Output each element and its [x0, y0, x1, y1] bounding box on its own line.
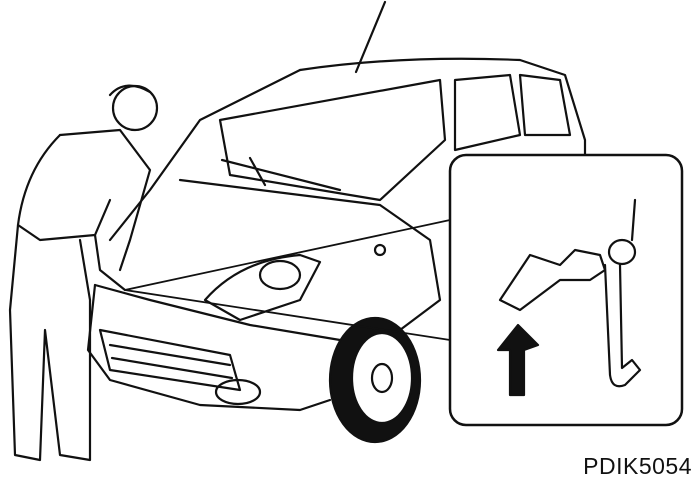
antenna [354, 0, 387, 74]
arrow-up-icon [496, 323, 540, 397]
figure-code: PDIK5054 [583, 453, 692, 479]
fog-lamp [214, 378, 262, 406]
callout-lines [124, 219, 451, 341]
grille [98, 328, 242, 392]
latch-spring [607, 238, 637, 266]
latch-hook [603, 263, 642, 388]
windshield [218, 78, 447, 202]
latch-plate [498, 248, 607, 312]
front-wheel [328, 316, 422, 444]
latch-detail-inset [448, 153, 684, 427]
headlamp [203, 253, 322, 322]
side-window [453, 73, 522, 152]
wiper [220, 156, 342, 192]
car [86, 57, 587, 412]
person [8, 84, 159, 462]
